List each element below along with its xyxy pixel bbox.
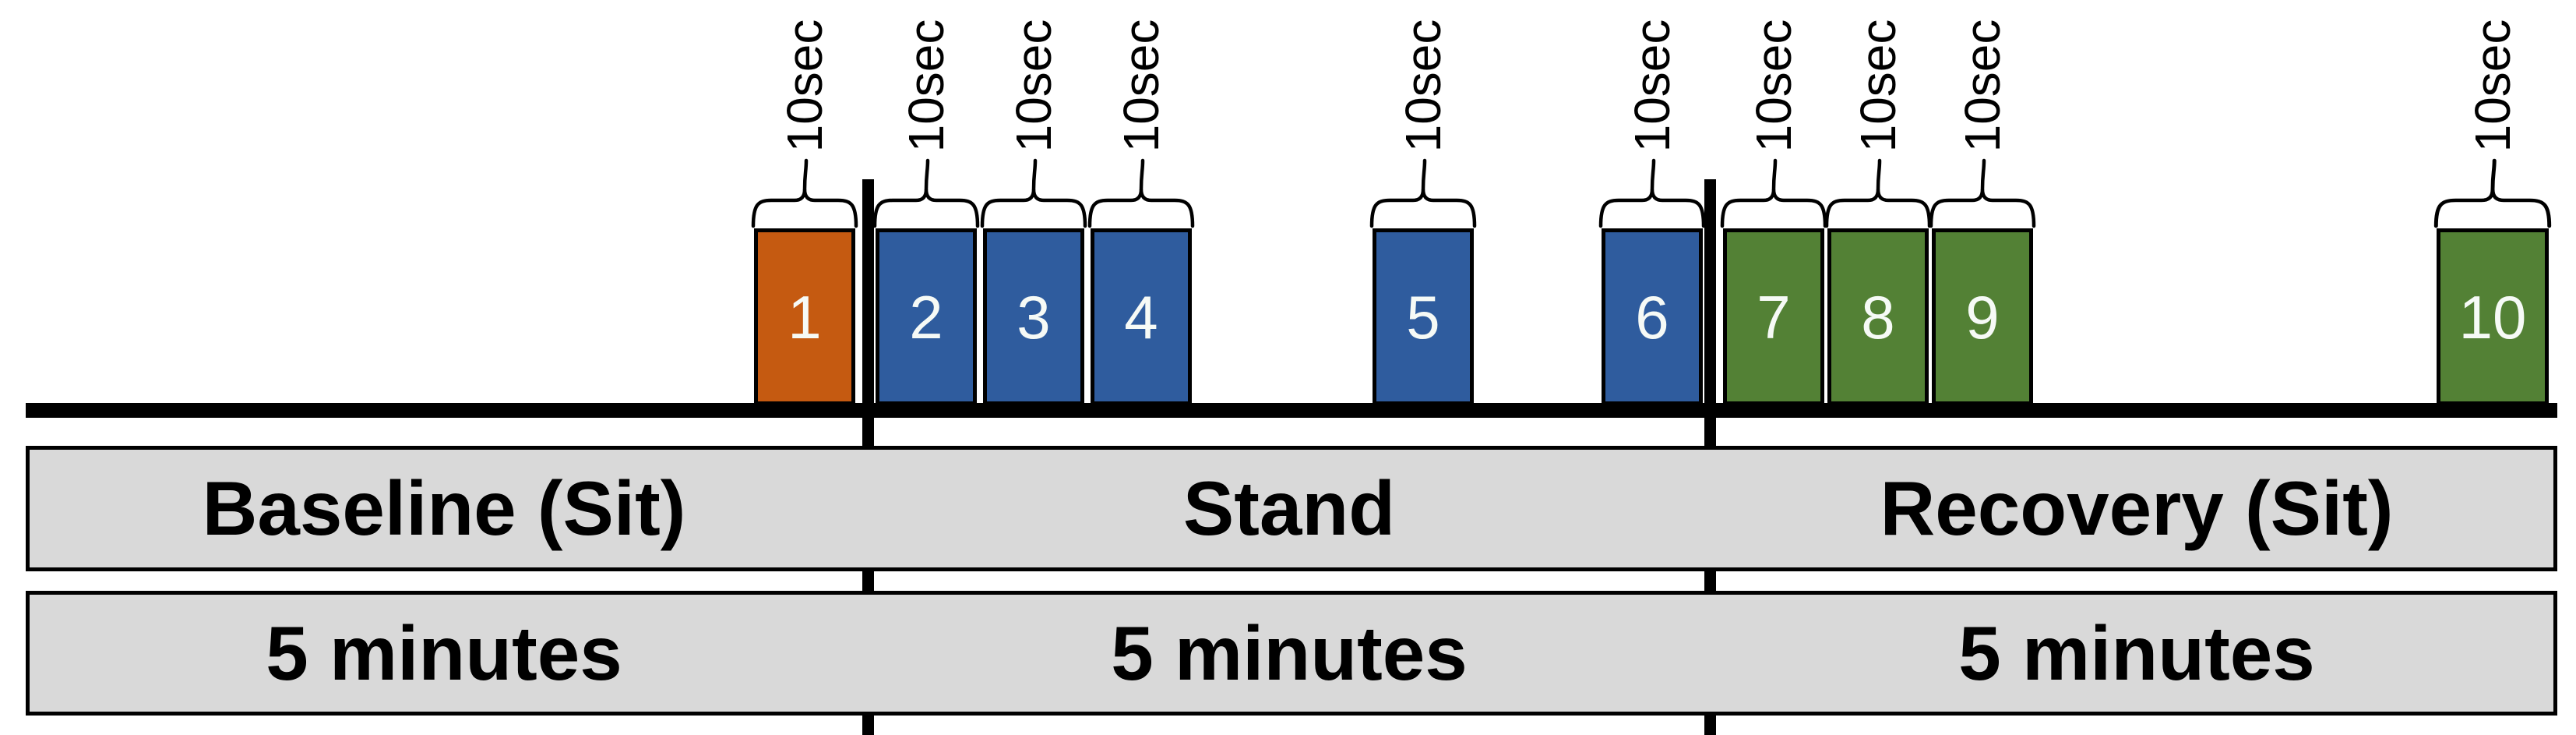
duration-label-baseline: 5 minutes — [266, 610, 622, 696]
interval-duration-label: 10sec — [1395, 19, 1451, 153]
measurement-block: 6 — [1602, 228, 1703, 405]
duration-label-stand: 5 minutes — [1111, 610, 1468, 696]
measurement-block-group: 10sec 4 — [1087, 0, 1195, 418]
phase-label-recovery: Recovery (Sit) — [1880, 465, 2394, 551]
interval-duration-label: 10sec — [1954, 19, 2010, 153]
measurement-block: 2 — [876, 228, 977, 405]
brace-icon — [1824, 158, 1932, 228]
block-number: 8 — [1861, 282, 1895, 352]
brace-icon — [2433, 158, 2552, 228]
interval-duration-label: 10sec — [1850, 19, 1906, 153]
phase-band — [26, 446, 2557, 571]
block-number: 5 — [1406, 282, 1440, 352]
brace-icon — [1369, 158, 1477, 228]
block-number: 3 — [1017, 282, 1051, 352]
brace-icon — [872, 158, 980, 228]
interval-duration-label: 10sec — [898, 19, 954, 153]
block-number: 1 — [788, 282, 822, 352]
timeline-axis — [26, 403, 2557, 418]
duration-label-recovery: 5 minutes — [1958, 610, 2315, 696]
brace-icon — [980, 158, 1087, 228]
measurement-block-group: 10sec 9 — [1929, 0, 2036, 418]
measurement-block-group: 10sec 5 — [1369, 0, 1477, 418]
block-number: 10 — [2458, 282, 2527, 352]
interval-duration-label: 10sec — [2465, 19, 2521, 153]
measurement-block-group: 10sec 2 — [872, 0, 980, 418]
measurement-block: 4 — [1091, 228, 1192, 405]
phase-label-baseline: Baseline (Sit) — [202, 465, 686, 551]
brace-icon — [1598, 158, 1706, 228]
measurement-block-group: 10sec 8 — [1824, 0, 1932, 418]
interval-duration-label: 10sec — [1113, 19, 1169, 153]
measurement-block: 9 — [1932, 228, 2033, 405]
block-number: 9 — [1965, 282, 2000, 352]
block-number: 2 — [909, 282, 943, 352]
phase-label-stand: Stand — [1182, 465, 1396, 551]
brace-icon — [1929, 158, 2036, 228]
brace-icon — [751, 158, 858, 228]
interval-duration-label: 10sec — [1006, 19, 1062, 153]
interval-duration-label: 10sec — [1746, 19, 1802, 153]
measurement-block-group: 10sec 6 — [1598, 0, 1706, 418]
brace-icon — [1087, 158, 1195, 228]
brace-icon — [1720, 158, 1827, 228]
interval-duration-label: 10sec — [777, 19, 833, 153]
duration-band — [26, 591, 2557, 716]
interval-duration-label: 10sec — [1624, 19, 1680, 153]
block-number: 7 — [1757, 282, 1791, 352]
measurement-block: 10 — [2437, 228, 2549, 405]
measurement-block: 5 — [1373, 228, 1474, 405]
measurement-block-group: 10sec 7 — [1720, 0, 1827, 418]
measurement-block-group: 10sec 1 — [751, 0, 858, 418]
measurement-block-group: 10sec 10 — [2433, 0, 2552, 418]
measurement-block: 3 — [983, 228, 1084, 405]
measurement-block: 7 — [1723, 228, 1824, 405]
measurement-block: 8 — [1827, 228, 1929, 405]
measurement-block: 1 — [754, 228, 855, 405]
block-number: 4 — [1124, 282, 1158, 352]
measurement-block-group: 10sec 3 — [980, 0, 1087, 418]
block-number: 6 — [1635, 282, 1669, 352]
